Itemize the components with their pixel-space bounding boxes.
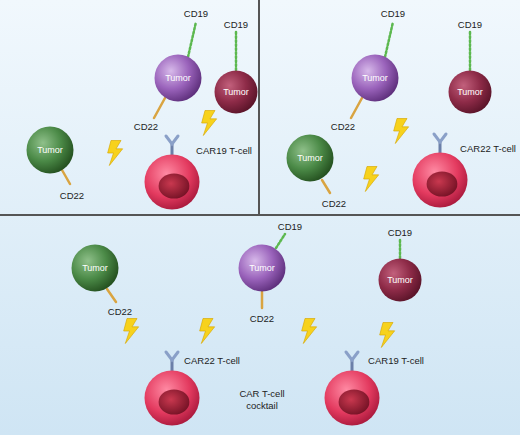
- t-cell-body: [325, 371, 380, 426]
- t-cell: CAR22 T-cell: [412, 152, 468, 208]
- t-cell-body: [145, 155, 200, 210]
- car-receptor: [346, 352, 358, 360]
- tumor-label: Tumor: [249, 263, 275, 273]
- car-receptor: [434, 134, 446, 142]
- car-receptor: [166, 136, 178, 144]
- tumor-body: [449, 71, 492, 114]
- tumor-label: Tumor: [387, 275, 413, 285]
- t-cell-body: [145, 371, 200, 426]
- tumor-body: [72, 245, 119, 292]
- t-cell-body: [413, 153, 468, 208]
- antigen-label: CD22: [60, 190, 84, 201]
- antigen-label: CD22: [322, 198, 346, 209]
- antigen-label: CD19: [224, 19, 248, 30]
- cell-label: CAR19 T-cell: [368, 355, 424, 366]
- cell-label: CAR22 T-cell: [460, 143, 516, 154]
- tumor-cell: Tumor: [238, 244, 286, 292]
- antigen-label: CD19: [184, 8, 208, 19]
- antigen-label: CD19: [381, 8, 405, 19]
- tumor-body: [215, 71, 258, 114]
- antigen-label: CD22: [331, 121, 355, 132]
- car-receptor: [166, 352, 178, 360]
- tumor-body: [27, 127, 74, 174]
- tumor-cell: Tumor: [286, 134, 334, 182]
- antigen-label: CD22: [250, 313, 274, 324]
- tumor-body: [352, 55, 399, 102]
- tumor-cell: Tumor: [351, 54, 399, 102]
- tumor-label: Tumor: [297, 153, 323, 163]
- antigen-label: CD19: [278, 221, 302, 232]
- tumor-body: [155, 55, 202, 102]
- t-cell-shape: [412, 152, 468, 208]
- antigen-label: CD22: [108, 306, 132, 317]
- tumor-cell: Tumor: [378, 258, 422, 302]
- tumor-label: Tumor: [82, 263, 108, 273]
- t-cell-nucleus: [339, 389, 370, 414]
- tumor-label: Tumor: [362, 73, 388, 83]
- t-cell: CAR19 T-cell: [144, 154, 200, 210]
- t-cell-nucleus: [159, 389, 190, 414]
- cell-label: CAR22 T-cell: [184, 355, 240, 366]
- tumor-cell: Tumor: [154, 54, 202, 102]
- tumor-label: Tumor: [223, 87, 249, 97]
- tumor-cell: Tumor: [214, 70, 258, 114]
- tumor-cell: Tumor: [448, 70, 492, 114]
- t-cell: CAR22 T-cell: [144, 370, 200, 426]
- tumor-cell: Tumor: [26, 126, 74, 174]
- t-cell-nucleus: [159, 173, 190, 198]
- t-cell-shape: [144, 370, 200, 426]
- t-cell-nucleus: [427, 171, 458, 196]
- antigen-label: CD19: [458, 19, 482, 30]
- t-cell-shape: [144, 154, 200, 210]
- antigen-label: CD19: [388, 227, 412, 238]
- tumor-label: Tumor: [165, 73, 191, 83]
- tumor-body: [239, 245, 286, 292]
- t-cell: CAR19 T-cell: [324, 370, 380, 426]
- antigen-label: CD22: [134, 121, 158, 132]
- tumor-label: Tumor: [37, 145, 63, 155]
- cocktail-label: CAR T-cell cocktail: [231, 388, 293, 412]
- tumor-cell: Tumor: [71, 244, 119, 292]
- tumor-body: [287, 135, 334, 182]
- t-cell-shape: [324, 370, 380, 426]
- tumor-label: Tumor: [457, 87, 483, 97]
- tumor-body: [379, 259, 422, 302]
- cell-label: CAR19 T-cell: [196, 145, 252, 156]
